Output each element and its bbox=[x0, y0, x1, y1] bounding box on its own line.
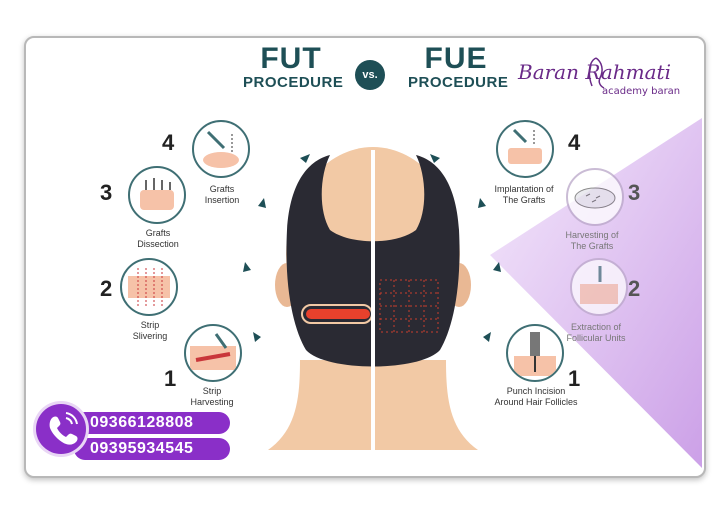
fut-step-4-label: Grafts Insertion bbox=[204, 184, 240, 205]
fue-step-1-num: 1 bbox=[568, 366, 581, 391]
punch-incision-icon bbox=[506, 324, 564, 382]
fut-step-2-num: 2 bbox=[100, 276, 113, 301]
harvesting-icon bbox=[566, 168, 624, 226]
grafts-insertion-icon bbox=[192, 120, 250, 178]
woman-profile-icon bbox=[588, 57, 605, 89]
strip-slivering-icon bbox=[120, 258, 178, 316]
phone-number-2[interactable]: 09395934545 bbox=[74, 438, 230, 460]
phone-icon[interactable] bbox=[36, 404, 86, 454]
brand-logo: Baran Rahmati academy baran bbox=[518, 56, 698, 106]
fue-step-1-label: Punch Incision Around Hair Follicles bbox=[494, 386, 578, 407]
fut-step-3-num: 3 bbox=[100, 180, 113, 205]
fut-step-3-label: Grafts Dissection bbox=[137, 228, 179, 249]
grafts-dissection-icon bbox=[128, 166, 186, 224]
fut-step-4-num: 4 bbox=[162, 130, 175, 155]
fue-step-2-label: Extraction of Follicular Units bbox=[566, 322, 626, 343]
fue-title: FUE PROCEDURE bbox=[408, 42, 509, 92]
fut-subtitle: PROCEDURE bbox=[243, 74, 344, 91]
fue-subtitle: PROCEDURE bbox=[408, 74, 509, 91]
phone-number-2-text: 09395934545 bbox=[90, 440, 194, 457]
extraction-icon bbox=[570, 258, 628, 316]
fue-step-3-label: Harvesting of The Grafts bbox=[565, 230, 619, 251]
implantation-icon bbox=[496, 120, 554, 178]
strip-harvesting-icon bbox=[184, 324, 242, 382]
fut-step-1-num: 1 bbox=[164, 366, 177, 391]
fue-step-2-num: 2 bbox=[628, 276, 641, 301]
fut-step-2-label: Strip Slivering bbox=[132, 320, 168, 341]
phone-number-1[interactable]: 09366128808 bbox=[74, 412, 230, 434]
vs-badge: vs. bbox=[355, 60, 385, 90]
vs-text: vs. bbox=[362, 69, 378, 81]
fue-step-4-num: 4 bbox=[568, 130, 581, 155]
fue-step-3-num: 3 bbox=[628, 180, 641, 205]
fue-title-text: FUE bbox=[424, 42, 488, 75]
fut-title-text: FUT bbox=[260, 42, 322, 75]
logo-name: Baran Rahmati bbox=[518, 60, 671, 84]
phone-number-1-text: 09366128808 bbox=[90, 414, 194, 431]
fut-title: FUT PROCEDURE bbox=[243, 42, 344, 92]
logo-subtitle: academy baran bbox=[602, 86, 681, 97]
fut-step-1-label: Strip Harvesting bbox=[190, 386, 234, 407]
fue-step-4-label: Implantation of The Grafts bbox=[494, 184, 554, 205]
